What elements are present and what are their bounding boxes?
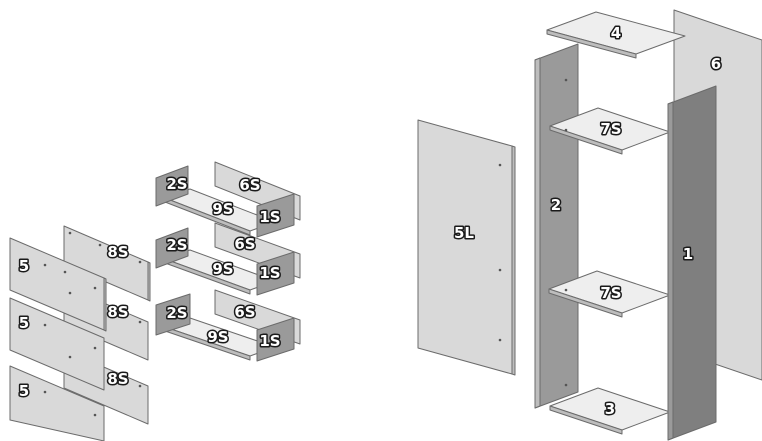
part-label: 3 [605, 400, 615, 418]
assembly-holes [43, 78, 568, 417]
cabinet-outer-side-panel: 5L [417, 119, 516, 376]
part-label: 6 [711, 55, 721, 73]
part-label: 2S [166, 304, 187, 322]
drawer-side-right [256, 193, 295, 238]
part-label: 9S [212, 260, 233, 278]
drawer-box: 6S 9S 2S 1S [155, 161, 301, 238]
drawer-front-panel: 5 [9, 365, 105, 441]
cabinet-parts-group: 6 5L 2 4 7S 7S [417, 9, 762, 441]
drawer-side-left [155, 165, 189, 207]
part-label: 5 [19, 382, 29, 400]
part-label: 4 [611, 24, 621, 42]
part-label: 1 [683, 245, 693, 263]
cabinet-top-panel: 4 [546, 11, 686, 59]
part-label: 1S [259, 208, 280, 226]
part-label: 9S [212, 200, 233, 218]
cabinet-bottom-panel: 3 [549, 387, 671, 435]
drawer-front-panel: 5 [9, 297, 105, 391]
drawer-box: 6S 9S 2S 1S [155, 222, 301, 296]
part-label: 6S [234, 235, 255, 253]
cabinet-side-panel-left: 2 [534, 43, 579, 409]
part-label: 8S [107, 303, 128, 321]
part-label: 6S [239, 176, 260, 194]
part-label: 2S [166, 175, 187, 193]
part-label: 8S [107, 370, 128, 388]
part-label: 6S [234, 303, 255, 321]
part-label: 7S [600, 120, 621, 138]
drawer-box: 6S 9S 2S 1S [155, 289, 301, 362]
part-label: 9S [207, 328, 228, 346]
drawer-front-panel: 5 [9, 237, 107, 332]
drawer-back-panel: 8S [63, 225, 151, 302]
part-label: 7S [600, 284, 621, 302]
part-label: 2S [166, 236, 187, 254]
part-label: 5L [454, 224, 474, 242]
part-label: 5 [19, 314, 29, 332]
cabinet-shelf: 7S [549, 107, 671, 155]
part-label: 1S [259, 332, 280, 350]
cabinet-side-panel-right: 1 [667, 85, 717, 441]
part-label: 2 [551, 196, 561, 214]
part-label: 8S [107, 243, 128, 261]
part-label: 5 [19, 257, 29, 275]
cabinet-shelf: 7S [548, 270, 671, 318]
drawer-parts-group: 8S 8S 8S 5 5 5 6S 9S [9, 161, 301, 441]
part-label: 1S [259, 264, 280, 282]
